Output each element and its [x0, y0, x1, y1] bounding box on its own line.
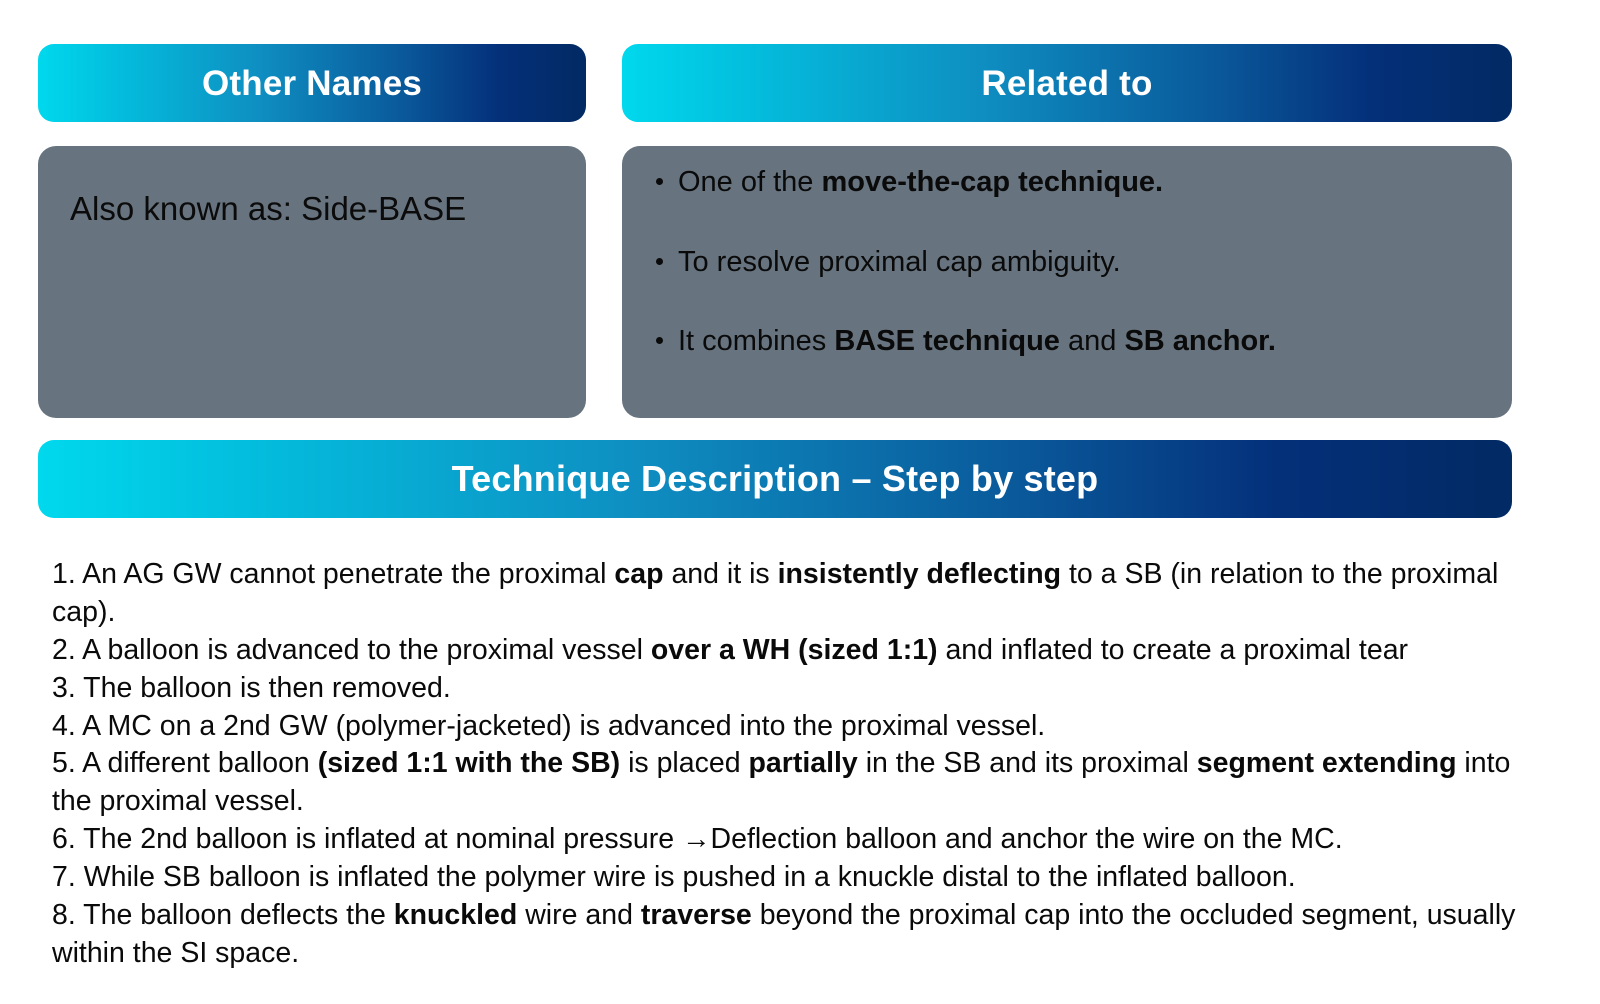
technique-step: 6. The 2nd balloon is inflated at nomina… — [52, 821, 1534, 859]
technique-step: 4. A MC on a 2nd GW (polymer-jacketed) i… — [52, 708, 1534, 746]
technique-step-emphasis-text: partially — [748, 747, 858, 780]
technique-step-number: 1. — [52, 558, 76, 590]
technique-step-emphasis-text: knuckled — [393, 899, 518, 932]
technique-step: 2. A balloon is advanced to the proximal… — [52, 632, 1534, 670]
related-to-bullet-item: One of the move-the-cap technique. — [652, 164, 1492, 202]
card-related-to: One of the move-the-cap technique. To res… — [622, 146, 1512, 418]
technique-step-text: is placed — [620, 747, 749, 780]
technique-step-number: 8. — [52, 899, 76, 932]
related-to-bullet-item: To resolve proximal cap ambiguity. — [652, 244, 1492, 282]
bullet-emphasis-text: BASE technique — [834, 325, 1060, 358]
technique-step: 5. A different balloon (sized 1:1 with t… — [52, 745, 1534, 821]
bullet-text: It combines — [678, 325, 835, 358]
technique-step: 8. The balloon deflects the knuckled wir… — [52, 897, 1534, 973]
technique-step-number: 3. — [52, 671, 76, 704]
technique-step: 7. While SB balloon is inflated the poly… — [52, 859, 1534, 897]
bullet-emphasis-text: SB anchor. — [1124, 325, 1276, 358]
related-to-bullet-list: One of the move-the-cap technique. To res… — [652, 164, 1492, 361]
bullet-emphasis-text: move-the-cap technique. — [821, 166, 1164, 198]
card-other-names: Also known as: Side-BASE — [38, 146, 586, 418]
bullet-text: and — [1059, 325, 1125, 358]
technique-step-text: A balloon is advanced to the proximal ve… — [75, 633, 651, 666]
technique-step-text: beyond the proximal cap into the occlude… — [52, 899, 1516, 969]
technique-step-text: and it is — [663, 558, 778, 590]
other-names-header-title: Other Names — [201, 63, 423, 103]
technique-step-number: 4. — [52, 709, 76, 742]
technique-step-text: The 2nd balloon is inflated at nominal p… — [75, 823, 1343, 856]
technique-step-text: A different balloon — [75, 747, 318, 780]
technique-step-text: A MC on a 2nd GW (polymer-jacketed) is a… — [75, 709, 1046, 742]
technique-step-emphasis-text: (sized 1:1 with the SB) — [317, 747, 621, 780]
technique-step-text: The balloon deflects the — [75, 899, 394, 932]
technique-step-text: While SB balloon is inflated the polymer… — [75, 861, 1296, 894]
bullet-dot-icon — [656, 178, 663, 185]
technique-step-text: An AG GW cannot penetrate the proximal — [75, 558, 615, 590]
bullet-text: To resolve proximal cap ambiguity. — [678, 245, 1121, 278]
related-to-bullet-item: It combines BASE technique and SB anchor… — [652, 323, 1492, 361]
related-to-header-title: Related to — [981, 63, 1153, 103]
technique-step-text: into the proximal vessel. — [52, 747, 1511, 818]
bullet-dot-icon — [656, 337, 663, 345]
technique-step-emphasis-text: insistently deflecting — [777, 558, 1062, 590]
technique-step-text: in the SB and its proximal — [857, 747, 1197, 780]
technique-step-number: 6. — [52, 823, 76, 856]
technique-steps-list: 1. An AG GW cannot penetrate the proxima… — [52, 556, 1534, 973]
technique-step-number: 2. — [52, 633, 76, 666]
technique-header-title: Technique Description – Step by step — [451, 458, 1099, 499]
technique-step-text: The balloon is then removed. — [75, 671, 451, 704]
technique-step: 3. The balloon is then removed. — [52, 670, 1534, 708]
section-header-technique-description: Technique Description – Step by step — [38, 440, 1512, 518]
technique-step-emphasis-text: over a WH (sized 1:1) — [650, 633, 938, 666]
technique-step-emphasis-text: traverse — [640, 899, 752, 932]
technique-step-number: 5. — [52, 747, 76, 780]
technique-step-text: to a SB (in relation to the proximal cap… — [52, 558, 1499, 628]
technique-step: 1. An AG GW cannot penetrate the proxima… — [52, 556, 1534, 632]
section-header-related-to: Related to — [622, 44, 1512, 122]
bullet-text: One of the — [678, 166, 822, 198]
technique-step-text: wire and — [517, 899, 641, 932]
bullet-dot-icon — [656, 257, 663, 265]
technique-step-number: 7. — [52, 861, 76, 894]
technique-step-emphasis-text: segment extending — [1196, 747, 1457, 780]
technique-step-emphasis-text: cap — [614, 558, 664, 590]
other-names-body-text: Also known as: Side-BASE — [70, 190, 467, 227]
section-header-other-names: Other Names — [38, 44, 586, 122]
technique-step-text: and inflated to create a proximal tear — [937, 633, 1409, 666]
